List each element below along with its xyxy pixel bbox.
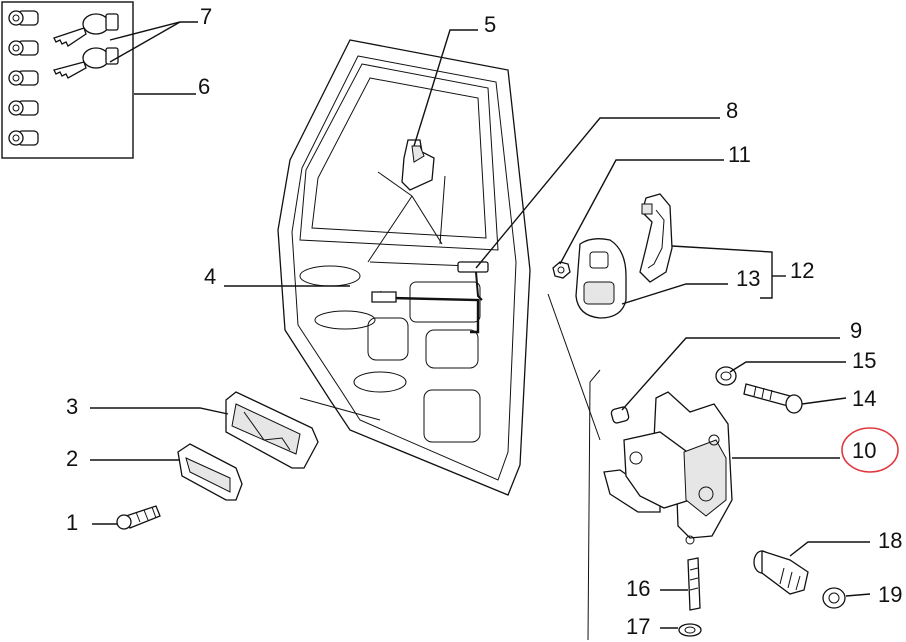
door-lock-assembly [603,391,733,545]
inner-handle [225,391,319,469]
callout-12: 12 [790,258,814,283]
lock-cylinder-inset [1,1,134,159]
leader-lines [90,21,871,629]
callout-11: 11 [728,142,751,167]
leader-13 [621,283,728,305]
callout-1: 1 [66,510,78,535]
leader-7b [109,21,181,63]
callout-2: 2 [66,446,78,471]
inner-link-rod [457,261,489,301]
outer-handle [639,193,673,283]
callout-9: 9 [850,318,862,343]
highlight-circle [841,427,899,473]
leader-14 [801,397,847,405]
callout-19: 19 [878,582,902,607]
washer-19 [822,587,846,609]
key-upper [53,13,119,47]
callout-4: 4 [204,264,216,289]
lock-cylinders [8,10,39,146]
key-lower [53,47,119,79]
callout-17: 17 [626,614,650,639]
screw-1 [116,505,161,530]
washer-17 [678,623,702,637]
callout-labels: 1 2 3 4 5 6 7 8 9 10 11 12 13 14 15 16 1… [66,4,902,639]
door-panel [277,39,601,641]
leader-5 [413,29,478,147]
leader-19 [845,593,871,597]
callout-8: 8 [726,98,738,123]
inset-frame [1,1,134,159]
callout-5: 5 [484,12,496,37]
handle-surround [177,443,243,501]
nut-part [552,261,571,279]
callout-16: 16 [626,576,650,601]
callout-10: 10 [852,438,876,463]
rod-16 [687,557,701,611]
leader-18 [789,541,870,557]
bolt-14 [743,383,803,414]
spacer-part [610,406,630,424]
striker-pin [753,550,809,595]
callout-18: 18 [878,528,902,553]
callout-15: 15 [852,348,876,373]
callout-3: 3 [66,394,78,419]
callout-13: 13 [736,266,760,291]
leader-9 [621,337,840,411]
handle-bezel [575,238,627,319]
door-window-frame [299,63,499,251]
leader-11 [559,159,724,265]
leader-8 [475,117,720,269]
callout-6: 6 [198,74,210,99]
leader-12-bracket [671,245,773,299]
callout-7: 7 [200,4,212,29]
callout-14: 14 [852,386,876,411]
rod-clip [371,291,397,303]
lock-button-part [401,139,435,191]
leader-15 [729,361,846,373]
leader-3 [90,407,229,415]
